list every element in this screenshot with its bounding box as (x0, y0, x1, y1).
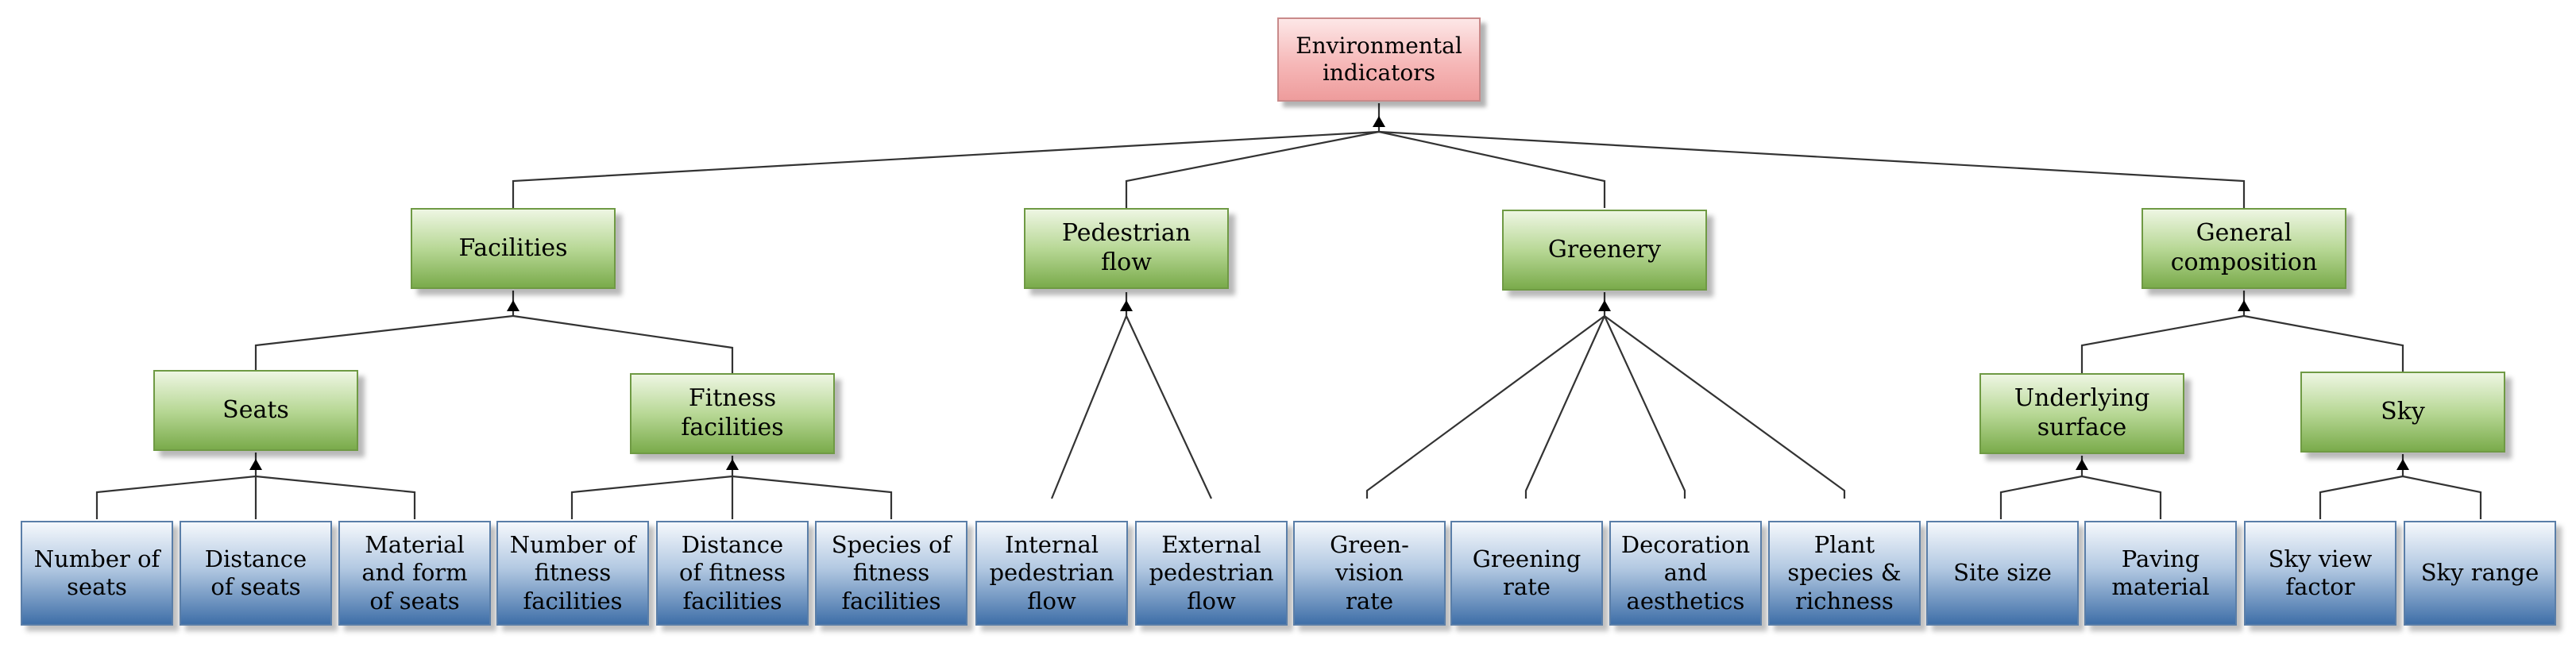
indicator-label: Distance of seats (204, 545, 307, 600)
indicator-label: Paving material (2111, 545, 2210, 600)
indicator-green-vision-rate: Green- vision rate (1293, 521, 1446, 626)
subcategory-seats: Seats (153, 370, 358, 451)
indicator-label: Number of fitness facilities (509, 530, 636, 614)
category-pedestrian-flow: Pedestrian flow (1024, 208, 1229, 289)
indicator-greening-rate: Greening rate (1450, 521, 1603, 626)
category-facilities: Facilities (411, 208, 616, 289)
subcategory-label: Sky (2381, 397, 2425, 426)
subcategory-label: Underlying surface (2014, 384, 2150, 441)
indicator-external-pedestrian-flow: External pedestrian flow (1135, 521, 1288, 626)
indicator-sky-range: Sky range (2404, 521, 2556, 626)
indicator-label: External pedestrian flow (1149, 530, 1274, 614)
indicator-label: Decoration and aesthetics (1620, 530, 1751, 614)
indicator-label: Sky view factor (2268, 545, 2373, 600)
subcategory-underlying-surface: Underlying surface (1979, 373, 2184, 454)
indicator-number-of-fitness-facilities: Number of fitness facilities (496, 521, 649, 626)
category-label: General composition (2170, 219, 2318, 276)
indicator-label: Plant species & richness (1787, 530, 1902, 614)
indicator-paving-material: Paving material (2084, 521, 2237, 626)
indicator-label: Site size (1953, 559, 2052, 587)
indicator-internal-pedestrian-flow: Internal pedestrian flow (975, 521, 1128, 626)
root-label: Environmental indicators (1296, 32, 1462, 86)
subcategory-fitness-facilities: Fitness facilities (630, 373, 835, 454)
indicator-number-of-seats: Number of seats (21, 521, 173, 626)
indicator-sky-view-factor: Sky view factor (2244, 521, 2396, 626)
category-label: Facilities (458, 233, 568, 262)
indicator-material-and-form-of-seats: Material and form of seats (338, 521, 491, 626)
indicator-species-of-fitness-facilities: Species of fitness facilities (815, 521, 967, 626)
subcategory-label: Fitness facilities (681, 384, 784, 441)
indicator-label: Green- vision rate (1330, 530, 1409, 614)
indicator-label: Internal pedestrian flow (989, 530, 1114, 614)
root-node: Environmental indicators (1277, 17, 1481, 102)
indicator-site-size: Site size (1926, 521, 2079, 626)
subcategory-label: Seats (222, 395, 289, 424)
indicator-distance-of-fitness-facilities: Distance of fitness facilities (656, 521, 809, 626)
indicator-plant-species-and-richness: Plant species & richness (1768, 521, 1921, 626)
category-general-composition: General composition (2142, 208, 2346, 289)
indicator-label: Sky range (2420, 559, 2539, 587)
category-label: Pedestrian flow (1061, 219, 1191, 276)
indicator-decoration-and-aesthetics: Decoration and aesthetics (1609, 521, 1762, 626)
category-label: Greenery (1547, 235, 1662, 264)
indicator-distance-of-seats: Distance of seats (180, 521, 332, 626)
indicator-label: Distance of fitness facilities (678, 530, 786, 614)
indicator-label: Number of seats (33, 545, 160, 600)
subcategory-sky: Sky (2300, 372, 2505, 453)
indicator-label: Species of fitness facilities (831, 530, 952, 614)
category-greenery: Greenery (1502, 210, 1707, 291)
indicator-label: Greening rate (1472, 545, 1582, 600)
indicator-label: Material and form of seats (361, 530, 468, 614)
